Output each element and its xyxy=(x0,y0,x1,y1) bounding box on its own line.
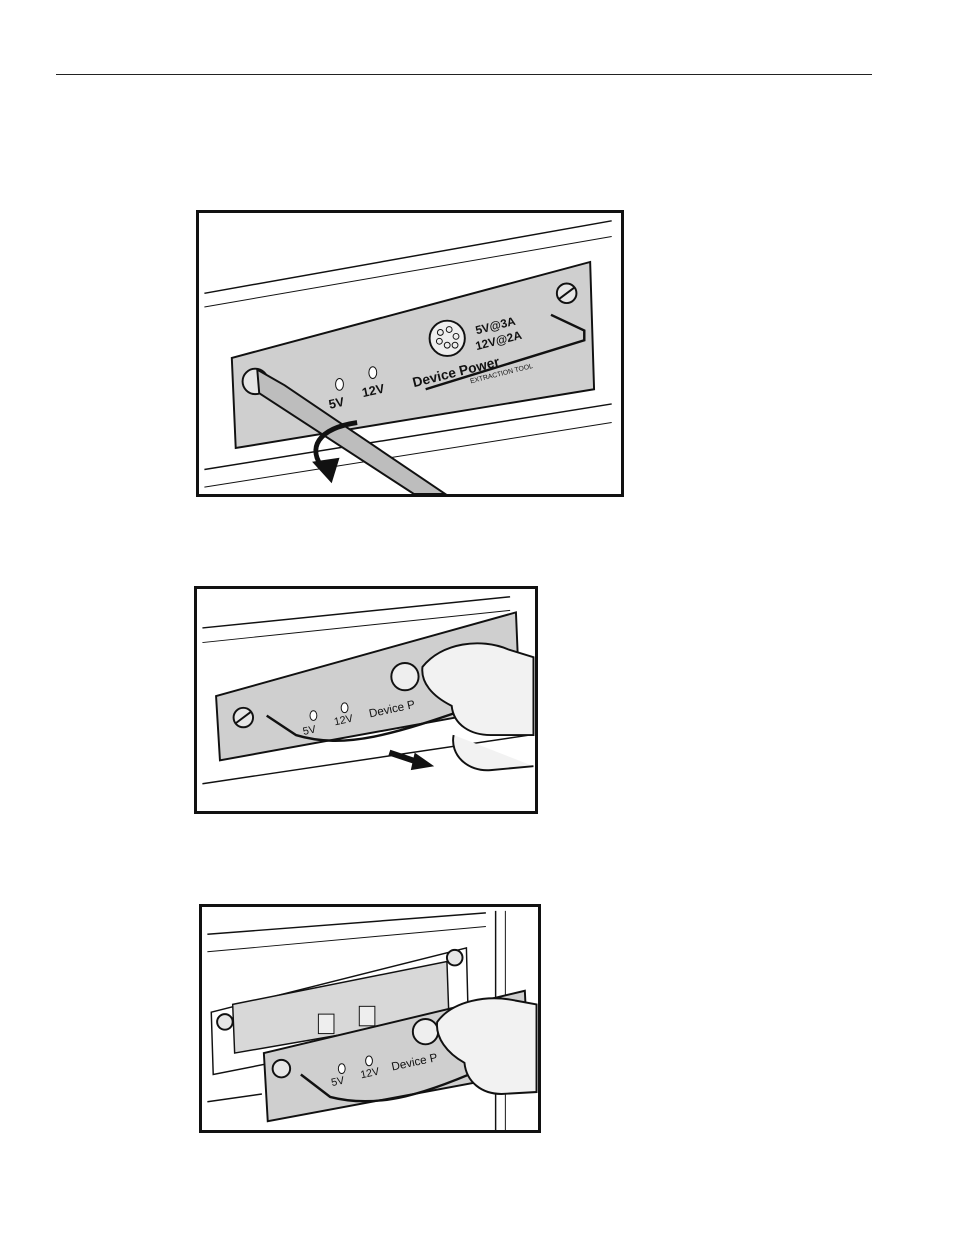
header-rule xyxy=(56,74,872,75)
power-connector-icon xyxy=(430,321,465,356)
figure-pull-module: 5V 12V Device P xyxy=(194,586,538,814)
led-5v-icon xyxy=(338,1064,345,1074)
figure-2-illustration: 5V 12V Device P xyxy=(197,589,535,811)
power-connector-icon xyxy=(413,1019,438,1044)
capacitor-icon xyxy=(318,1014,334,1033)
power-connector-icon xyxy=(391,663,418,690)
led-12v-icon xyxy=(366,1056,373,1066)
slot-screw-right-icon xyxy=(447,950,463,966)
figure-remove-module: 5V 12V Device P xyxy=(199,904,541,1133)
led-5v-icon xyxy=(336,378,344,390)
led-12v-icon xyxy=(341,703,348,713)
thumbscrew-icon xyxy=(273,1060,291,1078)
capacitor-icon xyxy=(359,1006,375,1025)
figure-3-illustration: 5V 12V Device P xyxy=(202,907,538,1130)
figure-unscrew-thumbscrew: 5V 12V Device Power 5V@3A 12V@2A EXTRACT… xyxy=(196,210,624,497)
led-5v-icon xyxy=(310,711,317,721)
figure-1-illustration: 5V 12V Device Power 5V@3A 12V@2A EXTRACT… xyxy=(199,213,621,494)
slot-screw-left-icon xyxy=(217,1014,233,1030)
led-12v-icon xyxy=(369,367,377,379)
